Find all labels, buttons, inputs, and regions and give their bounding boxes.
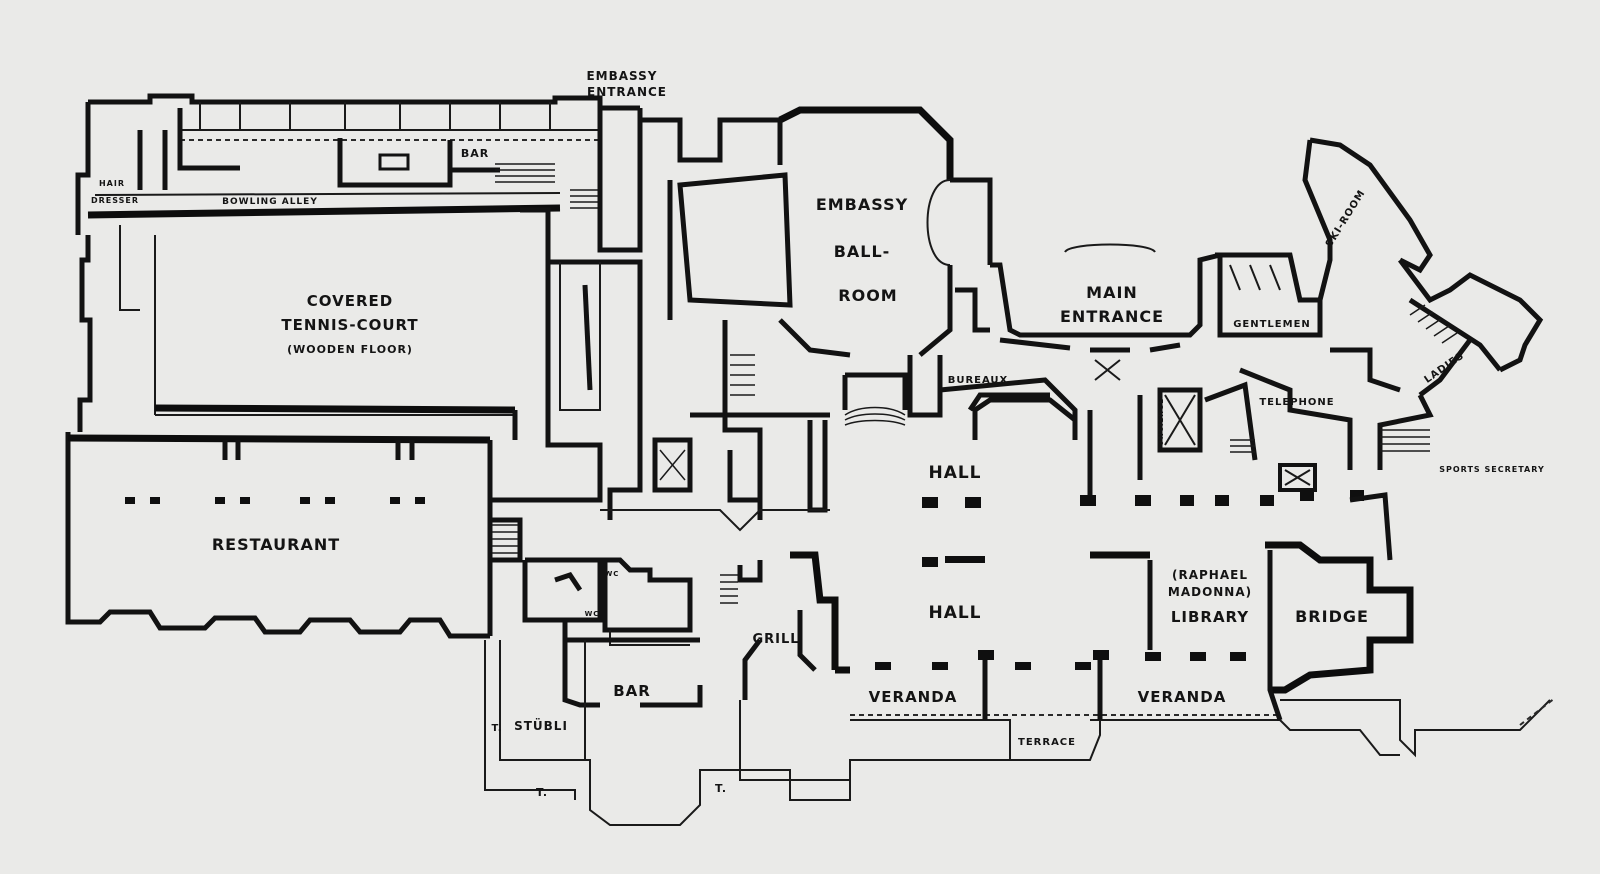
label-stubli-t: T. [491,723,502,734]
label-embassy-entrance-1: EMBASSY [586,69,657,83]
label-t-left: T. [536,786,548,799]
label-veranda-left: VERANDA [869,688,958,706]
label-bureaux: BUREAUX [948,375,1009,386]
tennis-court-walls [77,207,551,432]
label-telephone: TELEPHONE [1259,397,1334,408]
label-tennis-1: COVERED [307,292,393,310]
label-hairdresser-2: DRESSER [91,196,139,205]
restaurant-walls [65,432,493,639]
label-bridge: BRIDGE [1295,607,1369,626]
label-bar-lower: BAR [613,682,651,700]
label-gentlemen: GENTLEMEN [1233,319,1311,330]
label-ladies: LADIES [1423,350,1467,385]
label-library: LIBRARY [1171,608,1249,626]
label-wc-2: WC [585,610,600,618]
label-wc-1: WC [605,570,620,578]
label-bowling-alley: BOWLING ALLEY [222,197,318,207]
label-embassy-entrance-2: ENTRANCE [587,85,667,99]
bowling-wing-walls [75,93,640,235]
label-main-entrance-2: ENTRANCE [1060,307,1164,326]
label-veranda-right: VERANDA [1138,688,1227,706]
label-tennis-3: (WOODEN FLOOR) [287,343,413,356]
label-tennis-2: TENNIS-COURT [281,316,418,334]
label-restaurant: RESTAURANT [212,535,340,554]
label-raphael-2: MADONNA) [1168,585,1252,599]
label-ballroom-1: EMBASSY [816,195,908,214]
main-entrance-walls [907,243,1221,440]
label-stubli: STÜBLI [514,718,568,733]
label-raphael-1: (RAPHAEL [1172,568,1248,582]
label-ballroom-2: BALL- [834,242,891,261]
central-service-walls [490,108,830,532]
label-sports-secretary: SPORTS SECRETARY [1439,465,1545,474]
label-t-right: T. [715,782,727,795]
lower-block-walls [484,517,1280,826]
label-grill: GRILL [752,632,799,647]
room-labels: EMBASSY ENTRANCE HAIR DRESSER BOWLING AL… [91,69,1545,799]
label-hall-upper: HALL [928,463,981,483]
label-concierge: CONCIERGE [1157,398,1165,452]
hall-walls [922,397,1393,567]
label-bar-upper: BAR [461,147,489,160]
label-hall-lower: HALL [928,603,981,623]
label-terrace: TERRACE [1018,737,1076,748]
label-ballroom-3: ROOM [838,286,897,305]
library-bridge-walls [1090,541,1556,758]
right-wing-walls [1137,137,1544,492]
label-hairdresser-1: HAIR [99,179,125,188]
label-ski-room: SKI-ROOM [1324,188,1368,249]
ballroom-walls [667,106,993,426]
label-main-entrance-1: MAIN [1086,283,1138,302]
